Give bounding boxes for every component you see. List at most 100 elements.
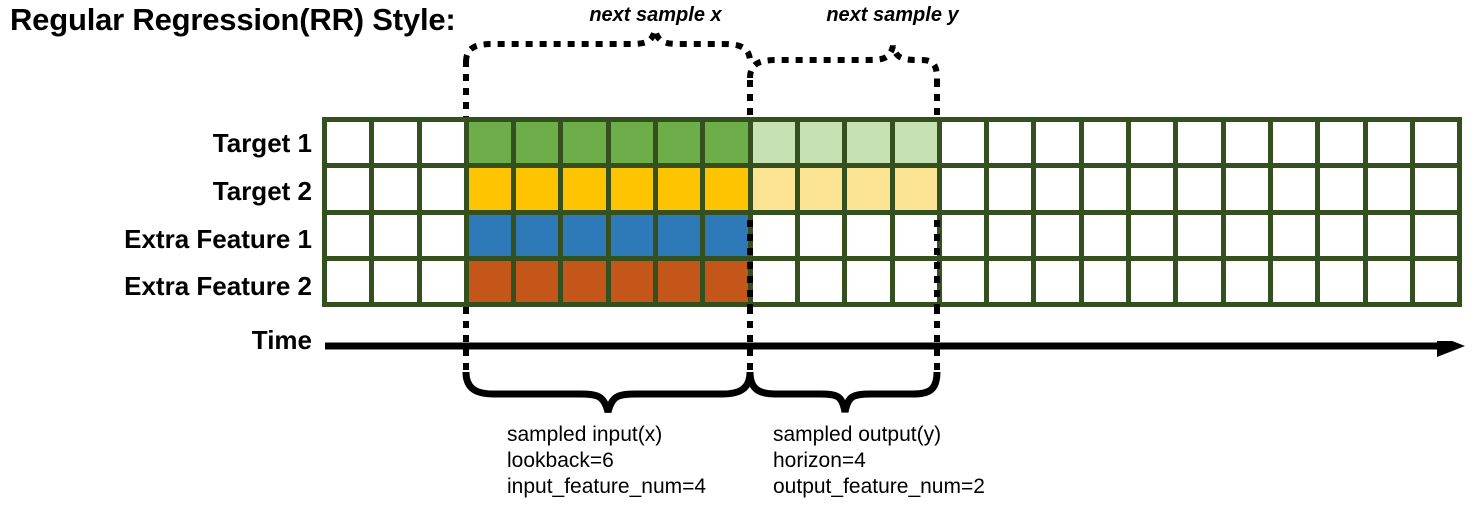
grid-cell[interactable] <box>516 122 564 164</box>
grid-cell[interactable] <box>894 260 942 302</box>
grid-cell[interactable] <box>658 168 706 210</box>
grid-cell[interactable] <box>374 260 422 302</box>
grid-cell[interactable] <box>610 168 659 210</box>
grid-cell[interactable] <box>516 260 564 302</box>
grid-cell[interactable] <box>1367 122 1415 164</box>
grid-cell[interactable] <box>1320 214 1368 256</box>
grid-cell[interactable] <box>421 260 469 302</box>
grid-cell[interactable] <box>374 122 422 164</box>
grid-cell[interactable] <box>1414 122 1458 164</box>
grid-cell[interactable] <box>1178 260 1226 302</box>
grid-cell[interactable] <box>752 168 800 210</box>
grid-cell[interactable] <box>516 168 564 210</box>
grid-cell[interactable] <box>1083 122 1132 164</box>
grid-cell[interactable] <box>989 214 1037 256</box>
grid-cell[interactable] <box>941 260 990 302</box>
grid-cell[interactable] <box>894 122 942 164</box>
grid-cell[interactable] <box>1131 260 1179 302</box>
grid-cell[interactable] <box>1178 214 1226 256</box>
grid-cell[interactable] <box>941 168 990 210</box>
grid-cell[interactable] <box>705 214 753 256</box>
grid-cell[interactable] <box>941 214 990 256</box>
grid-cell[interactable] <box>1225 214 1273 256</box>
grid-cell[interactable] <box>1414 168 1458 210</box>
grid-cell[interactable] <box>1036 168 1084 210</box>
grid-cell[interactable] <box>1367 260 1415 302</box>
top-brace-next-sample-x <box>463 29 753 63</box>
grid-cell[interactable] <box>421 122 469 164</box>
grid-cell[interactable] <box>941 122 990 164</box>
grid-cell[interactable] <box>1320 168 1368 210</box>
grid-cell[interactable] <box>989 260 1037 302</box>
grid-cell[interactable] <box>1225 168 1273 210</box>
grid-cell[interactable] <box>1131 214 1179 256</box>
grid-cell[interactable] <box>1272 168 1321 210</box>
grid-cell[interactable] <box>1036 214 1084 256</box>
grid-cell[interactable] <box>421 168 469 210</box>
grid-cell[interactable] <box>563 122 611 164</box>
grid-cell[interactable] <box>468 214 517 256</box>
grid-cell[interactable] <box>1083 260 1132 302</box>
grid-cell[interactable] <box>1178 168 1226 210</box>
grid-cell[interactable] <box>468 260 517 302</box>
grid-cell[interactable] <box>1225 122 1273 164</box>
grid-cell[interactable] <box>327 214 375 256</box>
grid-cell[interactable] <box>1367 214 1415 256</box>
grid-cell[interactable] <box>799 168 848 210</box>
grid-cell[interactable] <box>1036 122 1084 164</box>
grid-cell[interactable] <box>1414 214 1458 256</box>
grid-cell[interactable] <box>468 122 517 164</box>
grid-cell[interactable] <box>516 214 564 256</box>
grid-cell[interactable] <box>563 260 611 302</box>
grid-cell[interactable] <box>327 122 375 164</box>
grid-cell[interactable] <box>658 214 706 256</box>
grid-cell[interactable] <box>563 214 611 256</box>
grid-cell[interactable] <box>752 122 800 164</box>
grid-cell[interactable] <box>1083 214 1132 256</box>
grid-cell[interactable] <box>1083 168 1132 210</box>
grid-cell[interactable] <box>894 168 942 210</box>
grid-cell[interactable] <box>1272 260 1321 302</box>
grid-cell[interactable] <box>894 214 942 256</box>
grid-cell[interactable] <box>468 168 517 210</box>
grid-cell[interactable] <box>705 260 753 302</box>
grid-cell[interactable] <box>327 260 375 302</box>
grid-cell[interactable] <box>799 214 848 256</box>
grid-row-extra-feature-1 <box>327 214 1458 261</box>
grid-cell[interactable] <box>1367 168 1415 210</box>
grid-cell[interactable] <box>752 260 800 302</box>
grid-cell[interactable] <box>1320 260 1368 302</box>
grid-cell[interactable] <box>847 214 895 256</box>
grid-cell[interactable] <box>1131 122 1179 164</box>
grid-cell[interactable] <box>989 122 1037 164</box>
grid-cell[interactable] <box>374 214 422 256</box>
grid-cell[interactable] <box>421 214 469 256</box>
grid-cell[interactable] <box>1414 260 1458 302</box>
grid-cell[interactable] <box>705 122 753 164</box>
grid-cell[interactable] <box>658 260 706 302</box>
grid-cell[interactable] <box>799 122 848 164</box>
grid-cell[interactable] <box>563 168 611 210</box>
grid-cell[interactable] <box>799 260 848 302</box>
grid-cell[interactable] <box>847 122 895 164</box>
grid-cell[interactable] <box>1225 260 1273 302</box>
next-sample-x-label: next sample x <box>589 4 722 26</box>
grid-cell[interactable] <box>658 122 706 164</box>
grid-cell[interactable] <box>752 214 800 256</box>
grid-cell[interactable] <box>327 168 375 210</box>
grid-cell[interactable] <box>610 214 659 256</box>
grid-cell[interactable] <box>1272 122 1321 164</box>
grid-cell[interactable] <box>1178 122 1226 164</box>
grid-cell[interactable] <box>1272 214 1321 256</box>
grid-cell[interactable] <box>610 122 659 164</box>
grid-cell[interactable] <box>705 168 753 210</box>
caption-line: sampled input(x) <box>507 423 663 446</box>
grid-cell[interactable] <box>1036 260 1084 302</box>
grid-cell[interactable] <box>374 168 422 210</box>
grid-cell[interactable] <box>989 168 1037 210</box>
grid-cell[interactable] <box>847 168 895 210</box>
grid-cell[interactable] <box>610 260 659 302</box>
grid-cell[interactable] <box>1320 122 1368 164</box>
grid-cell[interactable] <box>847 260 895 302</box>
grid-cell[interactable] <box>1131 168 1179 210</box>
